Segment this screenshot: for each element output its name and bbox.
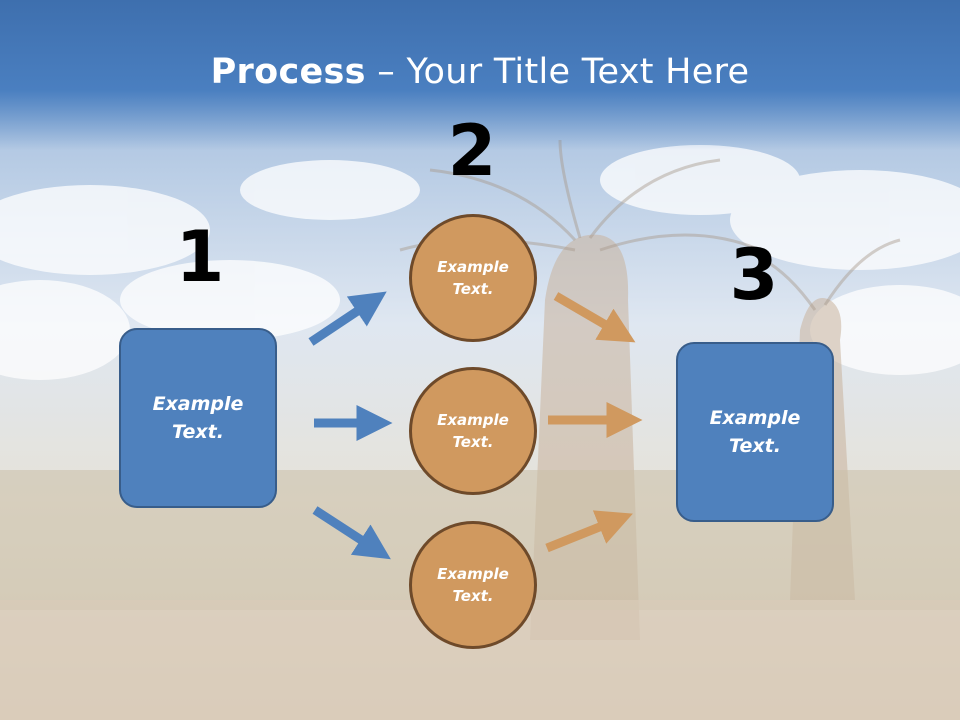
- step3-box: Example Text.: [676, 342, 834, 522]
- step1-box: Example Text.: [119, 328, 277, 508]
- arrow-top-to-step3: [553, 292, 636, 343]
- arrow-step1-to-bottom: [312, 506, 391, 560]
- arrow-bottom-to-step3: [545, 510, 633, 553]
- title-band: [0, 0, 960, 150]
- step2-circle-bottom: Example Text.: [409, 521, 537, 649]
- step1-text: Example Text.: [152, 392, 244, 444]
- step2-circle-top: Example Text.: [409, 214, 537, 342]
- step2-circle-bottom-text: Example Text.: [437, 564, 509, 606]
- step-number-2: 2: [447, 110, 497, 192]
- page-title: Process – Your Title Text Here: [0, 52, 960, 92]
- title-rest: – Your Title Text Here: [365, 52, 750, 92]
- step2-circle-middle: Example Text.: [409, 367, 537, 495]
- title-bold: Process: [210, 52, 366, 92]
- step-number-3: 3: [729, 234, 779, 316]
- arrow-step1-to-top: [308, 291, 387, 346]
- step3-text: Example Text.: [709, 406, 801, 458]
- step2-circle-middle-text: Example Text.: [437, 410, 509, 452]
- step-number-1: 1: [175, 216, 225, 298]
- step2-circle-top-text: Example Text.: [437, 257, 509, 299]
